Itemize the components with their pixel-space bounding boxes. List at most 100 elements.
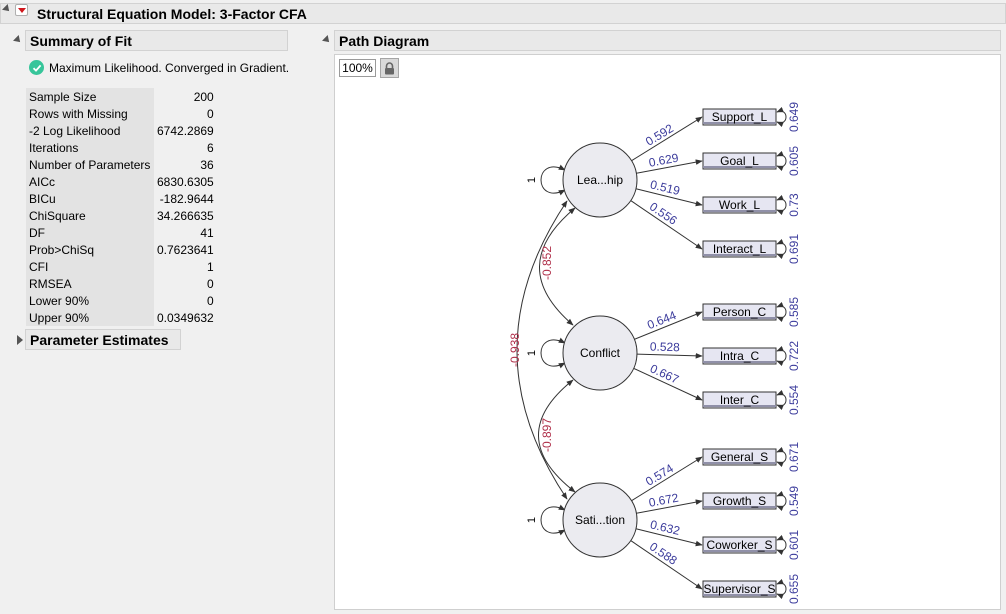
factor-label: Sati...tion xyxy=(575,513,625,527)
indicator-label: Goal_L xyxy=(720,154,759,168)
loading-path[interactable] xyxy=(631,456,703,502)
fit-label: Prob>ChiSq xyxy=(26,241,154,258)
loading-path[interactable] xyxy=(635,188,703,207)
latent-factor-node[interactable] xyxy=(562,142,638,218)
latent-factor-node[interactable] xyxy=(562,315,638,391)
fit-label: BICu xyxy=(26,190,154,207)
indicator-box[interactable] xyxy=(702,152,777,170)
indicator-label: Growth_S xyxy=(713,494,766,508)
residual-variance-loop[interactable] xyxy=(776,446,787,468)
parameter-estimates-header[interactable]: Parameter Estimates xyxy=(25,329,181,350)
fit-label: CFI xyxy=(26,258,154,275)
factor-variance-loop[interactable] xyxy=(540,164,566,196)
indicator-box[interactable] xyxy=(702,492,777,510)
residual-value: 0.549 xyxy=(787,486,801,516)
fit-value: 0.0349632 xyxy=(157,310,214,325)
indicator-box[interactable] xyxy=(702,303,777,321)
fit-value: 34.266635 xyxy=(157,208,214,223)
report-title: Structural Equation Model: 3-Factor CFA xyxy=(37,5,307,22)
indicator-box[interactable] xyxy=(702,580,777,598)
residual-variance-loop[interactable] xyxy=(776,389,787,411)
loading-path[interactable] xyxy=(636,499,703,514)
indicator-box[interactable] xyxy=(702,391,777,409)
residual-value: 0.585 xyxy=(787,297,801,327)
loading-value: 0.672 xyxy=(648,491,680,510)
factor-variance-loop[interactable] xyxy=(540,504,566,536)
fit-row: BICu-182.9644 xyxy=(26,190,217,207)
covariance-arc[interactable] xyxy=(539,207,576,326)
indicator-label: Coworker_S xyxy=(706,538,772,552)
factor-variance-value: 1 xyxy=(526,517,538,523)
residual-value: 0.655 xyxy=(787,574,801,604)
summary-of-fit-title: Summary of Fit xyxy=(30,32,132,49)
loading-path[interactable] xyxy=(630,540,703,590)
indicator-label: Person_C xyxy=(713,305,767,319)
fit-label: RMSEA xyxy=(26,275,154,292)
fit-label: AICc xyxy=(26,173,154,190)
fit-label: Number of Parameters xyxy=(26,156,154,173)
loading-path[interactable] xyxy=(636,159,703,174)
factor-variance-loop[interactable] xyxy=(540,337,566,369)
indicator-box[interactable] xyxy=(702,536,777,554)
lock-icon[interactable] xyxy=(380,58,399,78)
residual-variance-loop[interactable] xyxy=(776,301,787,323)
residual-value: 0.722 xyxy=(787,341,801,371)
loading-value: 0.528 xyxy=(650,339,681,354)
summary-disclosure-icon[interactable] xyxy=(13,35,23,45)
indicator-box[interactable] xyxy=(702,240,777,258)
indicator-box[interactable] xyxy=(702,196,777,214)
expand-triangle-icon[interactable] xyxy=(17,335,23,345)
loading-value: 0.574 xyxy=(643,461,676,489)
residual-variance-loop[interactable] xyxy=(776,534,787,556)
indicator-label: Intra_C xyxy=(720,349,760,363)
fit-label: Lower 90% xyxy=(26,292,154,309)
convergence-status: Maximum Likelihood. Converged in Gradien… xyxy=(29,60,289,75)
fit-label: ChiSquare xyxy=(26,207,154,224)
loading-path[interactable] xyxy=(630,200,703,250)
loading-value: 0.556 xyxy=(647,199,680,228)
residual-variance-loop[interactable] xyxy=(776,578,787,600)
residual-variance-loop[interactable] xyxy=(776,238,787,260)
residual-variance-loop[interactable] xyxy=(776,490,787,512)
factor-variance-value: 1 xyxy=(526,177,538,183)
loading-value: 0.592 xyxy=(643,121,676,149)
zoom-level-input[interactable]: 100% xyxy=(339,59,376,77)
indicator-box[interactable] xyxy=(702,448,777,466)
path-diagram-header[interactable]: Path Diagram xyxy=(334,30,1001,51)
covariance-arc[interactable] xyxy=(538,379,576,493)
loading-path[interactable] xyxy=(634,311,703,340)
path-diagram-disclosure-icon[interactable] xyxy=(322,35,332,45)
latent-factor-node[interactable] xyxy=(562,482,638,558)
loading-path[interactable] xyxy=(635,528,703,547)
red-triangle-menu-icon[interactable] xyxy=(15,4,28,16)
residual-variance-loop[interactable] xyxy=(776,345,787,367)
residual-value: 0.671 xyxy=(787,442,801,472)
indicator-box[interactable] xyxy=(702,347,777,365)
indicator-box[interactable] xyxy=(702,108,777,126)
loading-path[interactable] xyxy=(631,116,703,162)
fit-row: Lower 90%0 xyxy=(26,292,217,309)
residual-variance-loop[interactable] xyxy=(776,194,787,216)
loading-value: 0.632 xyxy=(649,517,682,538)
residual-variance-loop[interactable] xyxy=(776,150,787,172)
fit-value: 6830.6305 xyxy=(157,174,214,189)
covariance-arc[interactable] xyxy=(516,200,568,500)
path-diagram-title: Path Diagram xyxy=(339,32,430,49)
residual-value: 0.649 xyxy=(787,102,801,132)
covariance-value: -0.897 xyxy=(540,418,554,452)
residual-variance-loop[interactable] xyxy=(776,106,787,128)
indicator-label: Inter_C xyxy=(720,393,760,407)
summary-of-fit-header[interactable]: Summary of Fit xyxy=(25,30,288,51)
covariance-value: -0.938 xyxy=(508,333,522,367)
loading-path[interactable] xyxy=(633,367,703,401)
loading-path[interactable] xyxy=(636,353,703,359)
indicator-label: Interact_L xyxy=(713,242,767,256)
